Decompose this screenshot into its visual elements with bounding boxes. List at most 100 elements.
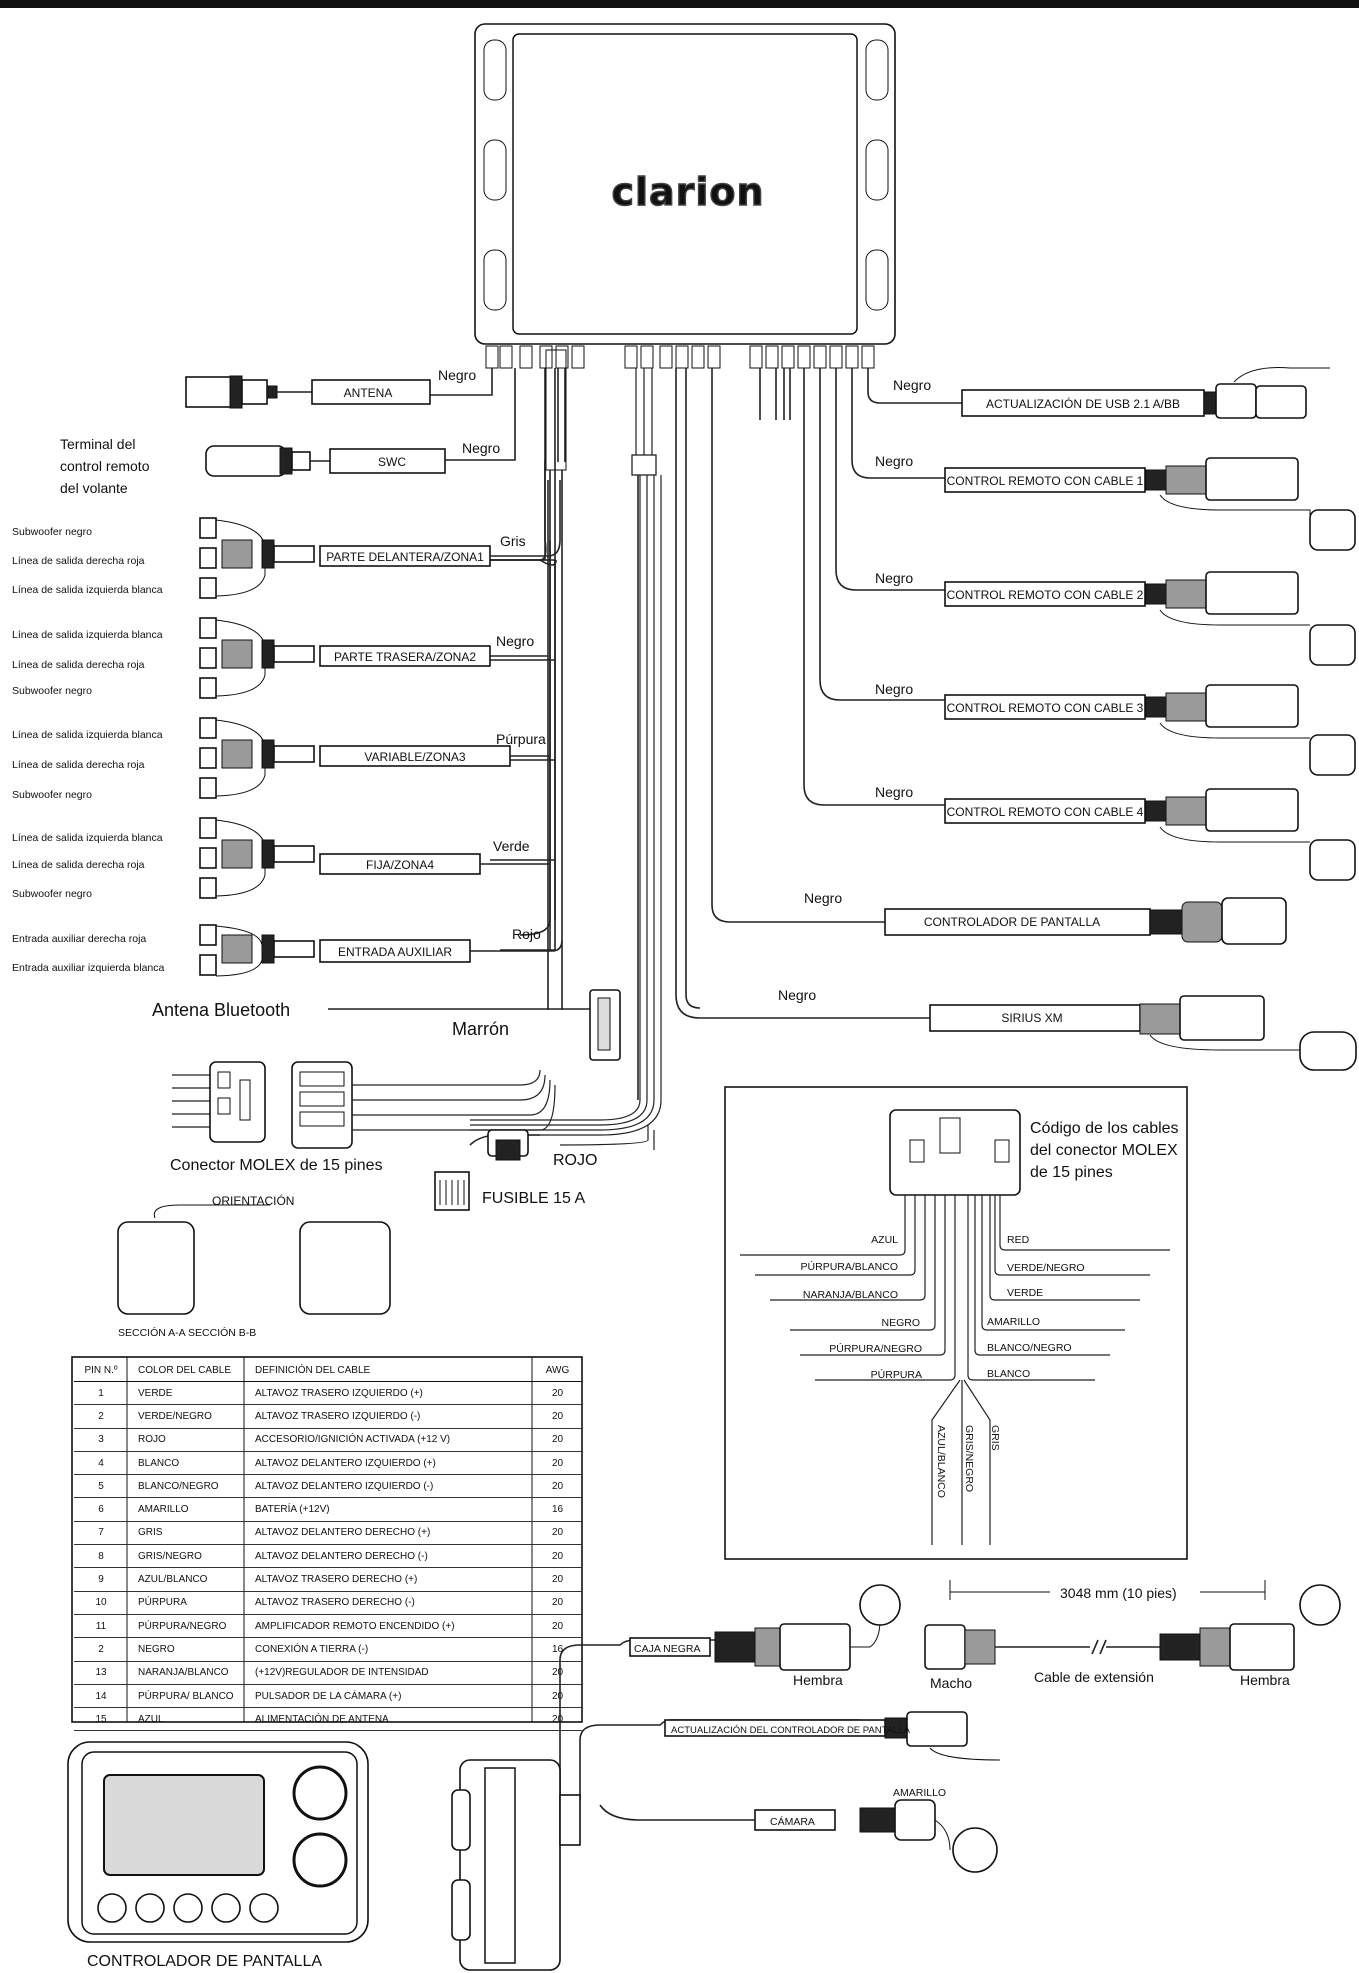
header-awg: AWG [545, 1364, 570, 1376]
wire-definition: ALTAVOZ TRASERO DERECHO (-) [255, 1597, 415, 1609]
molex-code-panel [724, 1086, 1188, 1560]
pin-number: 6 [98, 1504, 104, 1516]
rca-group-aux [199, 924, 471, 977]
wire-definition: (+12V)REGULADOR DE INTENSIDAD [255, 1667, 429, 1679]
pin-number: 2 [98, 1410, 104, 1422]
table-row: 1 VERDE ALTAVOZ TRASERO IZQUIERDO (+) 20 [74, 1382, 582, 1406]
wire-awg: 20 [551, 1457, 564, 1469]
antenna-connector [185, 375, 431, 409]
table-row: 9 AZUL/BLANCO ALTAVOZ TRASERO DERECHO (+) 2… [74, 1568, 582, 1592]
wire-color: GRIS/NEGRO [138, 1550, 202, 1562]
extension-cable [924, 1580, 1341, 1671]
wire-definition: BATERÍA (+12V) [255, 1504, 330, 1516]
wire-color: PÚRPURA/NEGRO [138, 1620, 227, 1632]
wire-awg: 20 [551, 1690, 564, 1702]
wire-color: PÚRPURA [138, 1597, 187, 1609]
table-row: 14 PÚRPURA/ BLANCO PULSADOR DE LA CÁMARA (… [74, 1685, 582, 1709]
wire-color: VERDE [138, 1387, 173, 1399]
wire-awg: 20 [551, 1410, 564, 1422]
display-controller [67, 1741, 369, 1943]
pin-number: 5 [98, 1480, 104, 1492]
wire-awg: 20 [551, 1620, 564, 1632]
table-row: 3 ROJO ACCESORIO/IGNICIÓN ACTIVADA (+12 V)… [74, 1429, 582, 1452]
header-pin: PIN N.º [84, 1364, 118, 1376]
wire-color: PÚRPURA/ BLANCO [138, 1690, 234, 1702]
table-row: 10 PÚRPURA ALTAVOZ TRASERO DERECHO (-) 20 [74, 1592, 582, 1615]
molex-connector [172, 1061, 556, 1149]
wire-definition: ALTAVOZ DELANTERO IZQUIERDO (-) [255, 1480, 434, 1492]
wire-definition: ALTAVOZ DELANTERO DERECHO (+) [255, 1527, 431, 1539]
wire-awg: 20 [551, 1667, 564, 1679]
wire-awg: 20 [551, 1574, 564, 1586]
wire-color: VERDE/NEGRO [138, 1410, 212, 1422]
pin-table-header: PIN N.º COLOR DEL CABLE DEFINICIÓN DEL C… [74, 1359, 582, 1382]
orientation-diagram [117, 1204, 391, 1315]
wire-color: NEGRO [138, 1643, 175, 1655]
wire-awg: 20 [551, 1387, 564, 1399]
table-row: 5 BLANCO/NEGRO ALTAVOZ DELANTERO IZQUIERDO… [74, 1475, 582, 1499]
wire-awg: 20 [551, 1550, 564, 1562]
wire-awg: 20 [551, 1480, 564, 1492]
wire-color: GRIS [138, 1527, 163, 1539]
pin-number: 4 [98, 1457, 104, 1469]
table-row: 11 PÚRPURA/NEGRO AMPLIFICADOR REMOTO ENCEN… [74, 1615, 582, 1639]
wire-awg: 20 [551, 1713, 564, 1725]
wire-definition: ACCESORIO/IGNICIÓN ACTIVADA (+12 V) [255, 1434, 451, 1446]
top-bar [0, 0, 1359, 8]
pin-number: 9 [98, 1574, 104, 1586]
main-unit: clarion [474, 23, 896, 369]
pin-number: 1 [98, 1387, 104, 1399]
header-definition: DEFINICIÓN DEL CABLE [255, 1364, 371, 1376]
wire-awg: 16 [551, 1643, 564, 1655]
remote-1 [944, 457, 1356, 551]
usb-connector [961, 367, 1330, 419]
wire-color: AZUL [138, 1713, 164, 1725]
wire-awg: 20 [551, 1597, 564, 1609]
wire-color: ROJO [138, 1434, 166, 1446]
wire-color: BLANCO/NEGRO [138, 1480, 219, 1492]
pin-table-body: 1 VERDE ALTAVOZ TRASERO IZQUIERDO (+) 20 2 VE… [74, 1382, 582, 1732]
remote-3 [944, 684, 1356, 776]
display-controller-side [451, 1759, 581, 1971]
wire-color: AZUL/BLANCO [138, 1574, 208, 1586]
display-controller-connector [884, 897, 1287, 945]
pin-table: PIN N.º COLOR DEL CABLE DEFINICIÓN DEL C… [74, 1359, 582, 1732]
pin-number: 10 [95, 1597, 107, 1609]
wire-definition: ALTAVOZ TRASERO IZQUIERDO (-) [255, 1410, 421, 1422]
rca-group-1 [199, 517, 491, 599]
wire-definition: ALIMENTACIÓN DE ANTENA [255, 1713, 389, 1725]
wire-definition: AMPLIFICADOR REMOTO ENCENDIDO (+) [255, 1620, 455, 1632]
wire-definition: ALTAVOZ DELANTERO DERECHO (-) [255, 1550, 428, 1562]
rca-group-3 [199, 717, 511, 799]
fuse [434, 1129, 540, 1211]
swc-connector [205, 445, 446, 477]
remote-4 [944, 788, 1356, 881]
wire-definition: ALTAVOZ TRASERO IZQUIERDO (+) [255, 1387, 423, 1399]
pin-number: 3 [98, 1434, 104, 1446]
wire-definition: ALTAVOZ DELANTERO IZQUIERDO (+) [255, 1457, 436, 1469]
pin-number: 7 [98, 1527, 104, 1539]
bluetooth-antenna [328, 989, 621, 1061]
wire-color: AMARILLO [138, 1504, 189, 1516]
wire-definition: ALTAVOZ TRASERO DERECHO (+) [255, 1574, 418, 1586]
wire-definition: PULSADOR DE LA CÁMARA (+) [255, 1690, 402, 1702]
rca-group-4 [199, 817, 481, 899]
update-connector [664, 1711, 1001, 1761]
brand-logo: clarion [611, 170, 764, 214]
camera-connector [754, 1799, 998, 1873]
pin-number: 14 [95, 1690, 107, 1702]
rca-group-2 [199, 617, 491, 699]
pin-number: 11 [95, 1620, 107, 1632]
table-row: 7 GRIS ALTAVOZ DELANTERO DERECHO (+) 20 [74, 1522, 582, 1546]
remote-2 [944, 571, 1356, 666]
wire-color: NARANJA/BLANCO [138, 1667, 229, 1679]
sirius-connector [929, 995, 1357, 1071]
pin-number: 2 [98, 1643, 104, 1655]
wire-awg: 20 [551, 1527, 564, 1539]
pin-number: 13 [95, 1667, 107, 1679]
